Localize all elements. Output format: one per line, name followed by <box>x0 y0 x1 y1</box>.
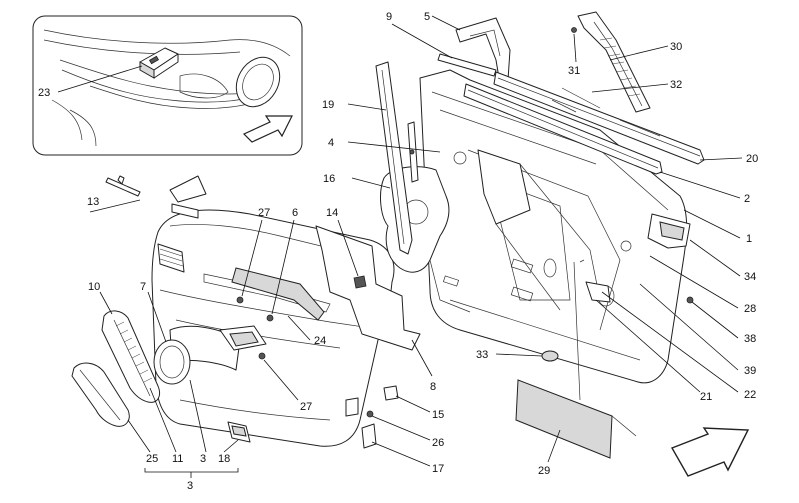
callout-24: 24 <box>314 335 326 347</box>
part-30-window-frame <box>577 11 651 113</box>
callout-9: 9 <box>386 11 392 23</box>
callout-19: 19 <box>322 99 334 111</box>
callout-4: 4 <box>328 137 334 149</box>
callout-23: 23 <box>38 87 50 99</box>
callout-3: 3 <box>187 480 193 492</box>
callout-17: 17 <box>432 463 444 475</box>
part-7-ring <box>153 339 191 385</box>
forward-arrow-icon <box>242 115 293 143</box>
part-33-grommet <box>541 350 559 362</box>
callout-21: 21 <box>700 391 712 403</box>
part-18-clip <box>227 421 251 443</box>
part-2-belt-moulding <box>463 83 663 175</box>
callout-15: 15 <box>432 409 444 421</box>
part-27-screw-top <box>236 296 244 304</box>
part-26-clip <box>366 410 374 418</box>
part-31-screw <box>571 27 577 33</box>
callout-39: 39 <box>744 365 756 377</box>
callout-38: 38 <box>744 333 756 345</box>
callout-16: 16 <box>323 173 335 185</box>
callout-30: 30 <box>670 41 682 53</box>
callout-28: 28 <box>744 303 756 315</box>
callout-32: 32 <box>670 79 682 91</box>
part-34-bracket <box>647 213 691 249</box>
callout-2: 2 <box>744 193 750 205</box>
part-29-seal-sheet <box>515 379 613 459</box>
callout-33: 33 <box>476 349 488 361</box>
callout-22: 22 <box>744 389 756 401</box>
part-20-belt-moulding <box>493 71 705 165</box>
switch-part-23 <box>139 47 179 79</box>
door-inner-frame <box>419 69 688 384</box>
part-14-clip <box>353 275 367 289</box>
callout-20: 20 <box>746 153 758 165</box>
callout-25: 25 <box>146 453 158 465</box>
part-25-speaker-cover <box>71 362 130 427</box>
part-15-clip <box>383 385 399 401</box>
callout-10: 10 <box>88 281 100 293</box>
callout-31: 31 <box>568 65 580 77</box>
callout-27-top: 27 <box>258 207 270 219</box>
part-17-bracket <box>361 423 377 449</box>
part-4-strip <box>407 121 419 183</box>
part-6-screw <box>266 314 274 322</box>
callout-1: 1 <box>746 233 752 245</box>
inset-detail-panel: 23 <box>32 15 303 156</box>
callout-34: 34 <box>744 271 756 283</box>
callout-27-bottom: 27 <box>300 401 312 413</box>
callout-6: 6 <box>292 207 298 219</box>
part-9-channel <box>437 53 497 77</box>
callout-14: 14 <box>326 207 338 219</box>
part-13-bracket <box>105 175 141 197</box>
part-8-insulation-sheet <box>315 225 421 351</box>
callout-5: 5 <box>424 11 430 23</box>
part-22-latch <box>585 281 611 303</box>
callout-26: 26 <box>432 437 444 449</box>
callout-3-group-label: 3 <box>200 453 206 465</box>
part-38-clip <box>686 296 694 304</box>
part-10-handle-bezel <box>101 310 161 403</box>
part-27-screw-bottom <box>258 352 266 360</box>
callout-18: 18 <box>218 453 230 465</box>
callout-13: 13 <box>87 196 99 208</box>
callout-7: 7 <box>140 281 146 293</box>
callout-8: 8 <box>430 381 436 393</box>
forward-arrow-icon <box>670 427 750 477</box>
callout-11: 11 <box>172 453 183 465</box>
callout-29: 29 <box>538 465 550 477</box>
